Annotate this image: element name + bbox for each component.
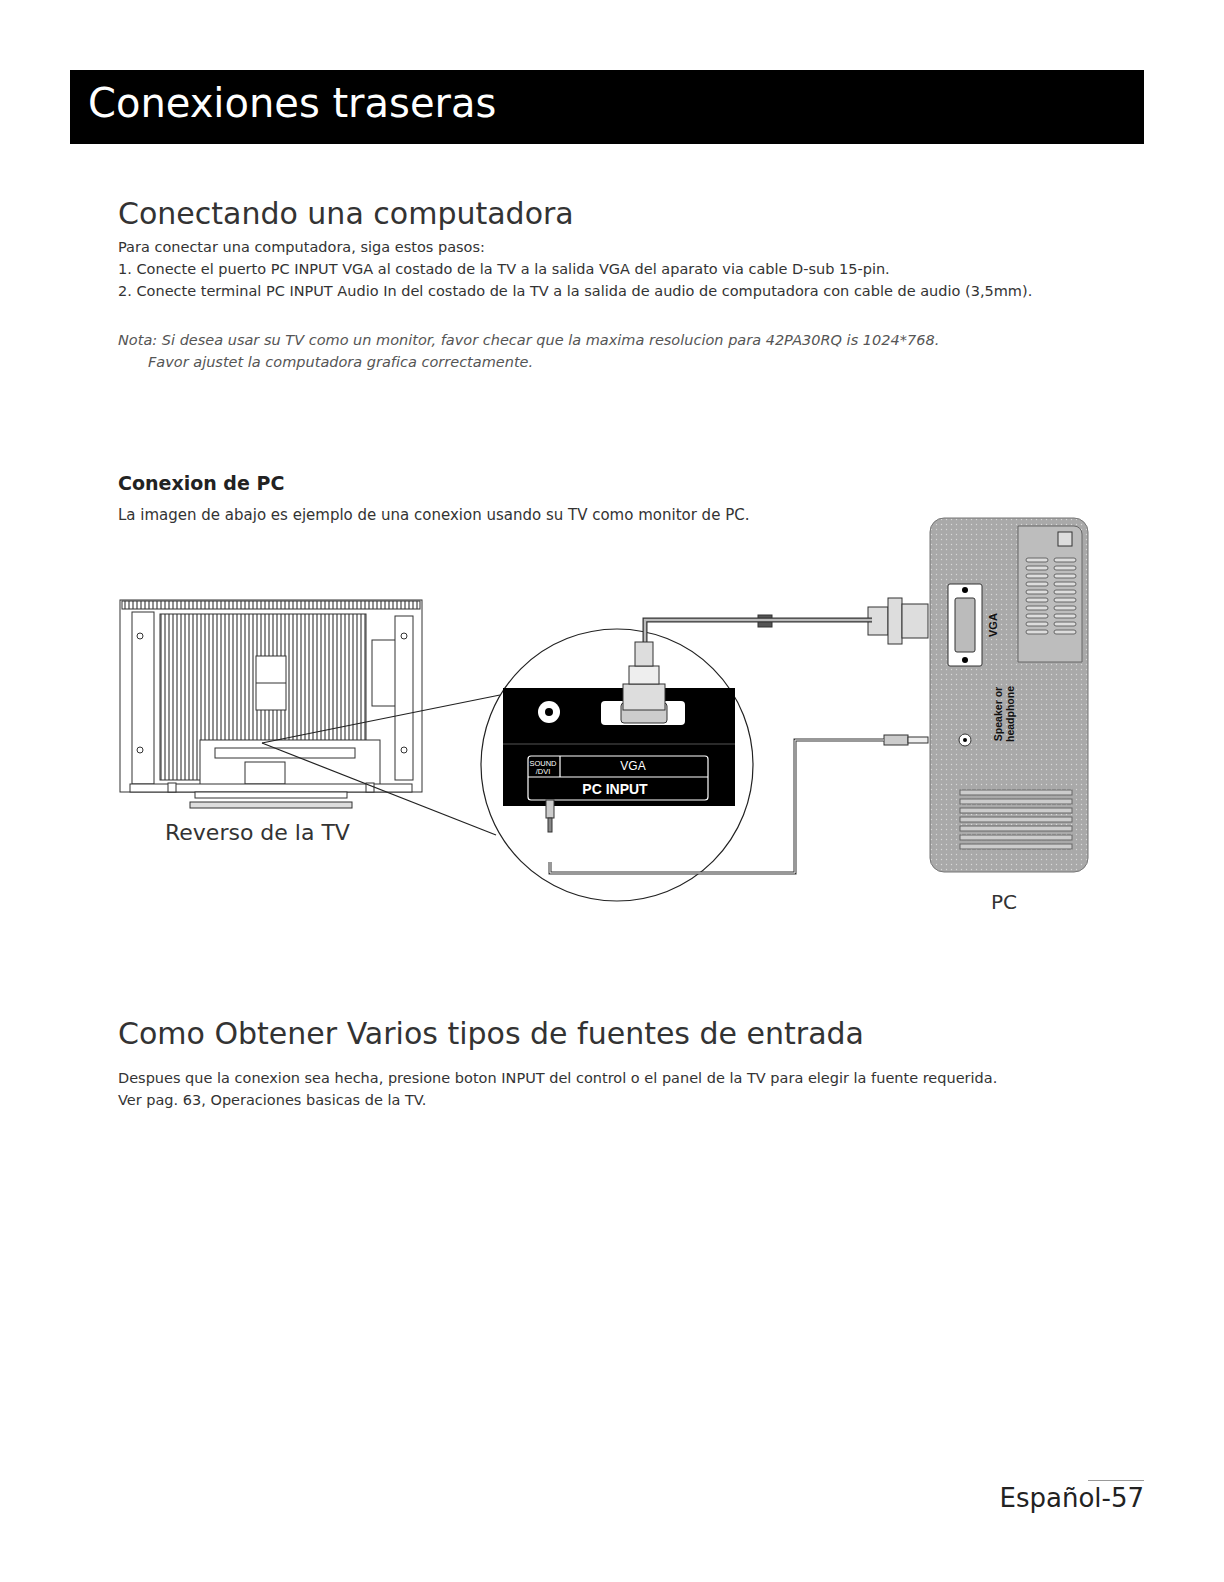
body-text: Para conectar una computadora, siga esto… [118, 239, 485, 255]
figure-caption: Reverso de la TV [165, 820, 350, 845]
cable-core [645, 620, 872, 642]
body-text: Despues que la conexion sea hecha, presi… [118, 1070, 997, 1086]
section-heading: Conectando una computadora [118, 196, 574, 231]
body-text: 1. Conecte el puerto PC INPUT VGA al cos… [118, 261, 890, 277]
note-text: Favor ajustet la computadora grafica cor… [148, 354, 533, 370]
page-title: Conexiones traseras [88, 80, 496, 126]
node-text: VGA [987, 600, 999, 650]
note-text: Nota: Si desea usar su TV como un monito… [118, 332, 939, 348]
subheading: Conexion de PC [118, 472, 284, 494]
zoom-callout [262, 629, 753, 901]
node-text: VGA [603, 760, 663, 773]
footer-rule [1088, 1480, 1144, 1481]
page-number: Español-57 [1000, 1483, 1145, 1513]
pc-input-panel: SOUND /DVI VGA PC INPUT [503, 688, 735, 806]
node-text: PC INPUT [555, 782, 675, 797]
body-text: Ver pag. 63, Operaciones basicas de la T… [118, 1092, 426, 1108]
tv-back [120, 600, 422, 808]
cable [645, 620, 872, 642]
node-text: Speaker or headphone [992, 676, 1016, 752]
audio-plug-pc [884, 735, 928, 745]
section-heading: Como Obtener Varios tipos de fuentes de … [118, 1016, 864, 1051]
node-text: SOUND /DVI [527, 760, 559, 776]
figure-caption: PC [991, 890, 1017, 914]
body-text: 2. Conecte terminal PC INPUT Audio In de… [118, 283, 1032, 299]
body-text: La imagen de abajo es ejemplo de una con… [118, 506, 749, 524]
pc-box: VGA Speaker or headphone [930, 518, 1088, 872]
